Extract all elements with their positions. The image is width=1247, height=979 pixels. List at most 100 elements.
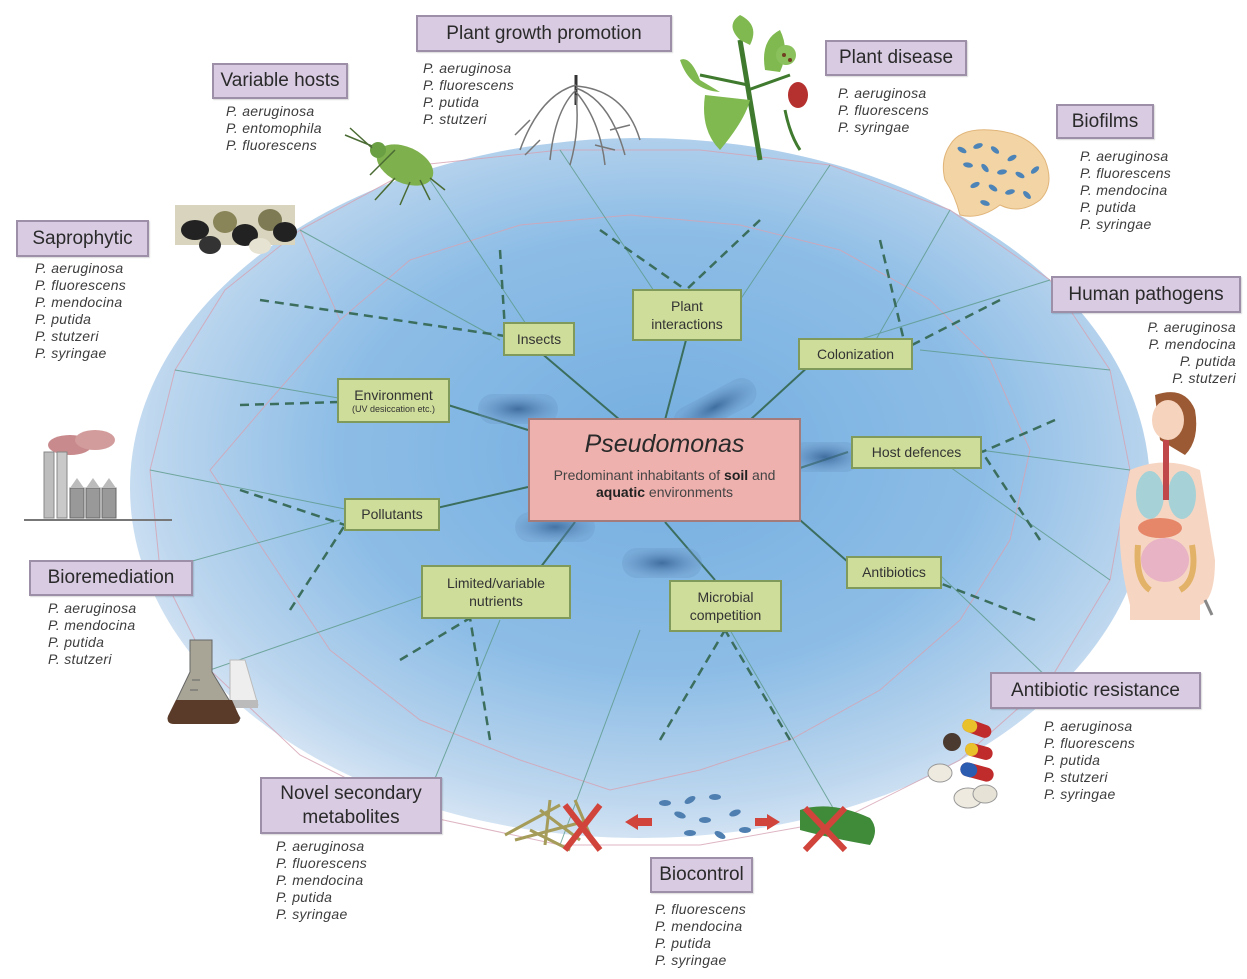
species-item: P. syringae bbox=[1044, 786, 1116, 802]
node-label: Host defences bbox=[871, 444, 962, 461]
species-item: P. aeruginosa bbox=[838, 85, 927, 101]
category-label: Saprophytic bbox=[32, 227, 133, 249]
dashed-links bbox=[239, 219, 1056, 741]
node-note: (UV desiccation etc.) bbox=[351, 403, 436, 414]
species-list-bioremediation: P. aeruginosa P. mendocina P. putida P. … bbox=[48, 600, 137, 668]
category-biocontrol: Biocontrol bbox=[650, 857, 753, 893]
species-item: P. entomophila bbox=[226, 120, 322, 136]
aphid-icon bbox=[344, 127, 446, 206]
category-label: Bioremediation bbox=[47, 567, 175, 589]
node-label: Environment bbox=[354, 387, 433, 404]
node-label: Pollutants bbox=[361, 506, 423, 523]
category-label: Plant growth promotion bbox=[446, 22, 642, 44]
species-item: P. fluorescens bbox=[1080, 165, 1172, 181]
species-item: P. putida bbox=[48, 634, 105, 650]
species-item: P. putida bbox=[276, 889, 333, 905]
category-label-line1: Novel secondary bbox=[280, 782, 422, 804]
species-item: P. aeruginosa bbox=[276, 838, 365, 854]
node-insects: Insects bbox=[503, 322, 575, 356]
category-plant-disease: Plant disease bbox=[825, 40, 967, 76]
subtitle-text: Predominant inhabitants of bbox=[553, 467, 725, 483]
root-system-icon bbox=[514, 75, 641, 166]
category-saprophytic: Saprophytic bbox=[16, 220, 149, 257]
category-novel-secondary-metabolites: Novel secondary metabolites bbox=[260, 777, 442, 834]
species-item: P. stutzeri bbox=[1044, 769, 1108, 785]
node-label-line2: competition bbox=[689, 607, 762, 623]
species-list-biocontrol: P. fluorescens P. mendocina P. putida P.… bbox=[655, 901, 746, 969]
species-item: P. mendocina bbox=[35, 294, 123, 310]
category-label: Biocontrol bbox=[659, 864, 744, 886]
species-item: P. fluorescens bbox=[423, 77, 515, 93]
node-label-line1: Plant bbox=[671, 297, 703, 314]
species-item: P. fluorescens bbox=[226, 137, 318, 153]
arrow-right-icon bbox=[755, 814, 780, 830]
category-label: Antibiotic resistance bbox=[1011, 679, 1180, 701]
subtitle-text: and bbox=[748, 467, 776, 483]
subtitle-text: environments bbox=[645, 484, 733, 500]
species-item: P. mendocina bbox=[1148, 336, 1236, 352]
node-microbial-competition: Microbial competition bbox=[669, 580, 782, 632]
species-item: P. mendocina bbox=[276, 872, 364, 888]
category-biofilms: Biofilms bbox=[1056, 104, 1154, 139]
species-item: P. fluorescens bbox=[655, 901, 747, 917]
node-plant-interactions: Plant interactions bbox=[632, 289, 742, 341]
category-label: Plant disease bbox=[838, 47, 954, 69]
species-item: P. syringae bbox=[838, 119, 910, 135]
fungus-crossed-icon bbox=[504, 799, 603, 852]
species-list-plant-growth-promotion: P. aeruginosa P. fluorescens P. putida P… bbox=[423, 60, 514, 128]
center-title: Pseudomonas bbox=[584, 430, 745, 458]
species-item: P. stutzeri bbox=[48, 651, 112, 667]
center-subtitle: Predominant inhabitants of soil and aqua… bbox=[530, 467, 799, 501]
factory-icon bbox=[24, 430, 172, 521]
category-antibiotic-resistance: Antibiotic resistance bbox=[990, 672, 1201, 709]
category-plant-growth-promotion: Plant growth promotion bbox=[416, 15, 672, 52]
species-item: P. syringae bbox=[35, 345, 107, 361]
species-item: P. fluorescens bbox=[1044, 735, 1136, 751]
bacteria-cluster-icon bbox=[659, 794, 751, 839]
species-item: P. mendocina bbox=[655, 918, 743, 934]
species-item: P. stutzeri bbox=[35, 328, 99, 344]
species-item: P. syringae bbox=[1080, 216, 1152, 232]
species-item: P. putida bbox=[1179, 353, 1236, 369]
species-list-novel-secondary-metabolites: P. aeruginosa P. fluorescens P. mendocin… bbox=[276, 838, 367, 923]
subtitle-bold-soil: soil bbox=[724, 467, 749, 483]
species-item: P. mendocina bbox=[1080, 182, 1168, 198]
category-bioremediation: Bioremediation bbox=[29, 560, 193, 596]
node-label: Antibiotics bbox=[862, 564, 926, 581]
node-label: Insects bbox=[516, 330, 562, 347]
species-item: P. aeruginosa bbox=[1080, 148, 1169, 164]
species-list-human-pathogens: P. aeruginosa P. mendocina P. putida P. … bbox=[1130, 319, 1236, 387]
caterpillar-crossed-icon bbox=[800, 805, 875, 853]
node-environment: Environment (UV desiccation etc.) bbox=[337, 378, 450, 423]
pseudomonas-center-box: Pseudomonas Predominant inhabitants of s… bbox=[528, 418, 801, 522]
node-limited-nutrients: Limited/variable nutrients bbox=[421, 565, 571, 619]
species-item: P. putida bbox=[423, 94, 480, 110]
node-label-line2: interactions bbox=[651, 316, 723, 332]
species-item: P. fluorescens bbox=[838, 102, 930, 118]
species-item: P. fluorescens bbox=[35, 277, 127, 293]
species-list-plant-disease: P. aeruginosa P. fluorescens P. syringae bbox=[838, 85, 929, 136]
category-variable-hosts: Variable hosts bbox=[212, 63, 348, 99]
node-pollutants: Pollutants bbox=[344, 498, 440, 531]
biofilm-icon bbox=[942, 129, 1050, 217]
species-item: P. syringae bbox=[655, 952, 727, 968]
species-list-variable-hosts: P. aeruginosa P. entomophila P. fluoresc… bbox=[226, 103, 322, 154]
species-item: P. fluorescens bbox=[276, 855, 368, 871]
species-item: P. syringae bbox=[276, 906, 348, 922]
species-item: P. putida bbox=[655, 935, 712, 951]
species-item: P. aeruginosa bbox=[48, 600, 137, 616]
diseased-plant-icon bbox=[680, 15, 808, 161]
node-label-line1: Limited/variable bbox=[446, 574, 546, 591]
node-host-defences: Host defences bbox=[851, 436, 982, 469]
node-colonization: Colonization bbox=[798, 338, 913, 370]
species-item: P. putida bbox=[1080, 199, 1137, 215]
category-label: Biofilms bbox=[1071, 110, 1139, 132]
species-item: P. aeruginosa bbox=[226, 103, 315, 119]
arrow-left-icon bbox=[625, 814, 652, 830]
species-item: P. aeruginosa bbox=[423, 60, 512, 76]
category-label: Human pathogens bbox=[1068, 283, 1224, 305]
flask-icon bbox=[167, 639, 259, 724]
species-item: P. stutzeri bbox=[423, 111, 487, 127]
species-list-saprophytic: P. aeruginosa P. fluorescens P. mendocin… bbox=[35, 260, 126, 362]
